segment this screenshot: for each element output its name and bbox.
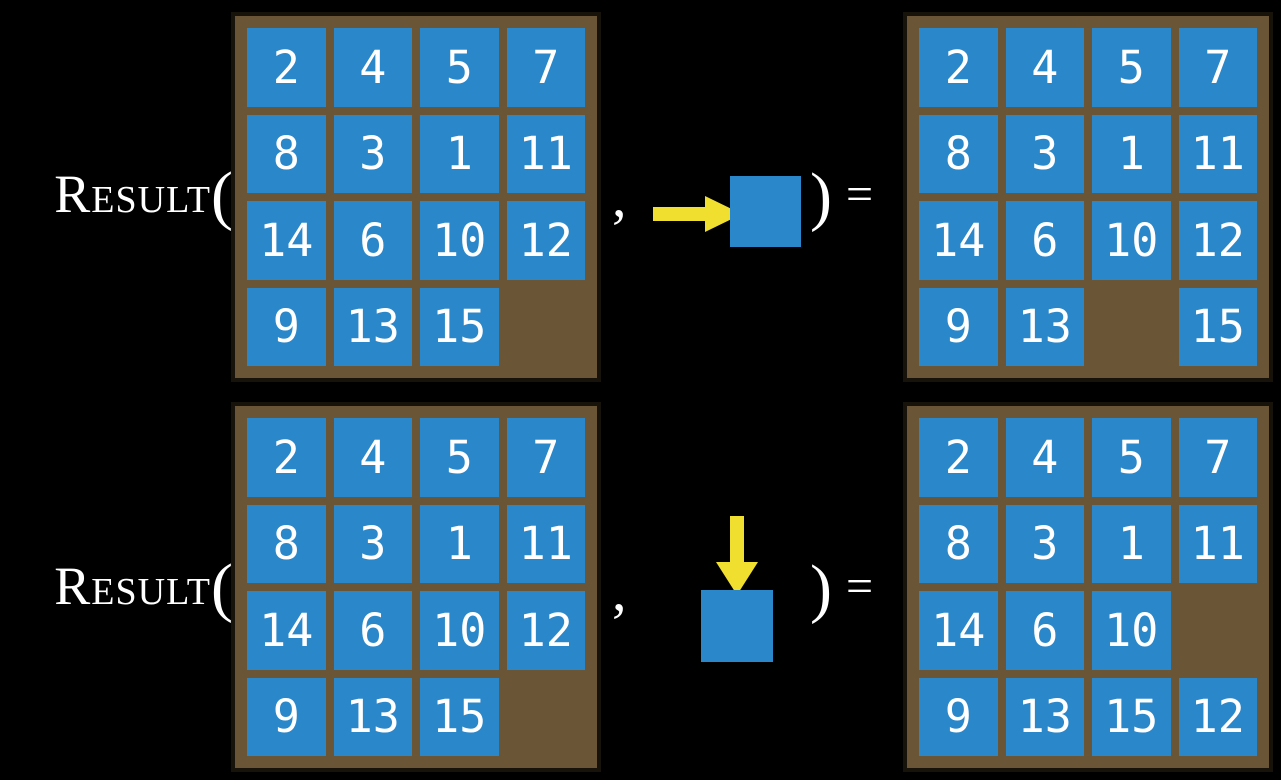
puzzle-tile: 1 [1092,114,1171,193]
puzzle-tile: 12 [1178,677,1257,756]
open-paren: ( [211,551,233,624]
puzzle-tile: 1 [1092,504,1171,583]
puzzle-tile: 5 [420,28,499,107]
puzzle-tile: 2 [247,418,326,497]
puzzle-tile: 14 [919,591,998,670]
puzzle-tile: 9 [919,677,998,756]
puzzle-tile: 6 [333,201,412,280]
puzzle-tile: 10 [420,591,499,670]
puzzle-tile: 4 [1005,418,1084,497]
puzzle-tile: 12 [506,591,585,670]
empty-cell [507,678,586,757]
puzzle-tile: 13 [1005,287,1084,366]
puzzle-tile: 14 [247,201,326,280]
puzzle-tile: 5 [420,418,499,497]
puzzle-tile: 9 [247,287,326,366]
puzzle-tile: 12 [506,201,585,280]
puzzle-tile: 10 [1092,201,1171,280]
puzzle-tile: 11 [506,114,585,193]
close-paren-equals-2: )= [810,556,873,622]
puzzle-tile: 15 [420,287,499,366]
puzzle-tile: 12 [1178,201,1257,280]
down-arrow-icon [716,516,758,595]
puzzle-tile: 11 [1178,504,1257,583]
function-name: Result [54,556,212,616]
action-tile-1 [730,176,801,247]
puzzle-tile: 1 [420,504,499,583]
puzzle-tile: 1 [420,114,499,193]
puzzle-tile: 8 [247,114,326,193]
puzzle-tile: 3 [1005,504,1084,583]
puzzle-tile: 8 [919,504,998,583]
function-label-1: Result( [0,158,233,234]
puzzle-tile: 11 [1178,114,1257,193]
puzzle-tile: 13 [333,677,412,756]
puzzle-tile: 11 [506,504,585,583]
puzzle-tile: 3 [333,504,412,583]
puzzle-tile: 13 [1005,677,1084,756]
puzzle-tile: 3 [1005,114,1084,193]
puzzle-tile: 7 [1178,418,1257,497]
puzzle-tile: 6 [333,591,412,670]
function-name: Result [54,164,212,224]
puzzle-tile: 3 [333,114,412,193]
empty-cell [1092,288,1171,367]
puzzle-tile: 8 [247,504,326,583]
puzzle-tile: 13 [333,287,412,366]
puzzle-tile: 4 [1005,28,1084,107]
puzzle-tile: 2 [247,28,326,107]
function-label-2: Result( [0,550,233,626]
comma-separator-1: , [612,164,627,229]
comma-separator-2: , [612,558,627,623]
puzzle-tile: 10 [1092,591,1171,670]
puzzle-tile: 7 [1178,28,1257,107]
puzzle-tile: 14 [919,201,998,280]
puzzle-tile: 15 [1092,677,1171,756]
puzzle-tile: 7 [506,418,585,497]
puzzle-tile: 4 [333,418,412,497]
close-paren: ) [810,552,832,625]
puzzle-tile: 7 [506,28,585,107]
close-paren-equals-1: )= [810,164,873,230]
puzzle-tile: 14 [247,591,326,670]
action-tile-2 [701,590,773,662]
puzzle-tile: 4 [333,28,412,107]
puzzle-tile: 15 [1178,287,1257,366]
puzzle-tile: 6 [1005,201,1084,280]
puzzle-tile: 5 [1092,418,1171,497]
open-paren: ( [211,159,233,232]
equals-sign: = [845,560,874,613]
puzzle-tile: 15 [420,677,499,756]
puzzle-tile: 2 [919,28,998,107]
puzzle-tile: 8 [919,114,998,193]
puzzle-tile: 5 [1092,28,1171,107]
puzzle-tile: 9 [919,287,998,366]
puzzle-tile: 10 [420,201,499,280]
right-arrow-icon [653,196,742,232]
puzzle-tile: 2 [919,418,998,497]
empty-cell [507,288,586,367]
puzzle-tile: 6 [1005,591,1084,670]
empty-cell [1179,591,1258,670]
puzzle-tile: 9 [247,677,326,756]
close-paren: ) [810,160,832,233]
equals-sign: = [845,168,874,221]
